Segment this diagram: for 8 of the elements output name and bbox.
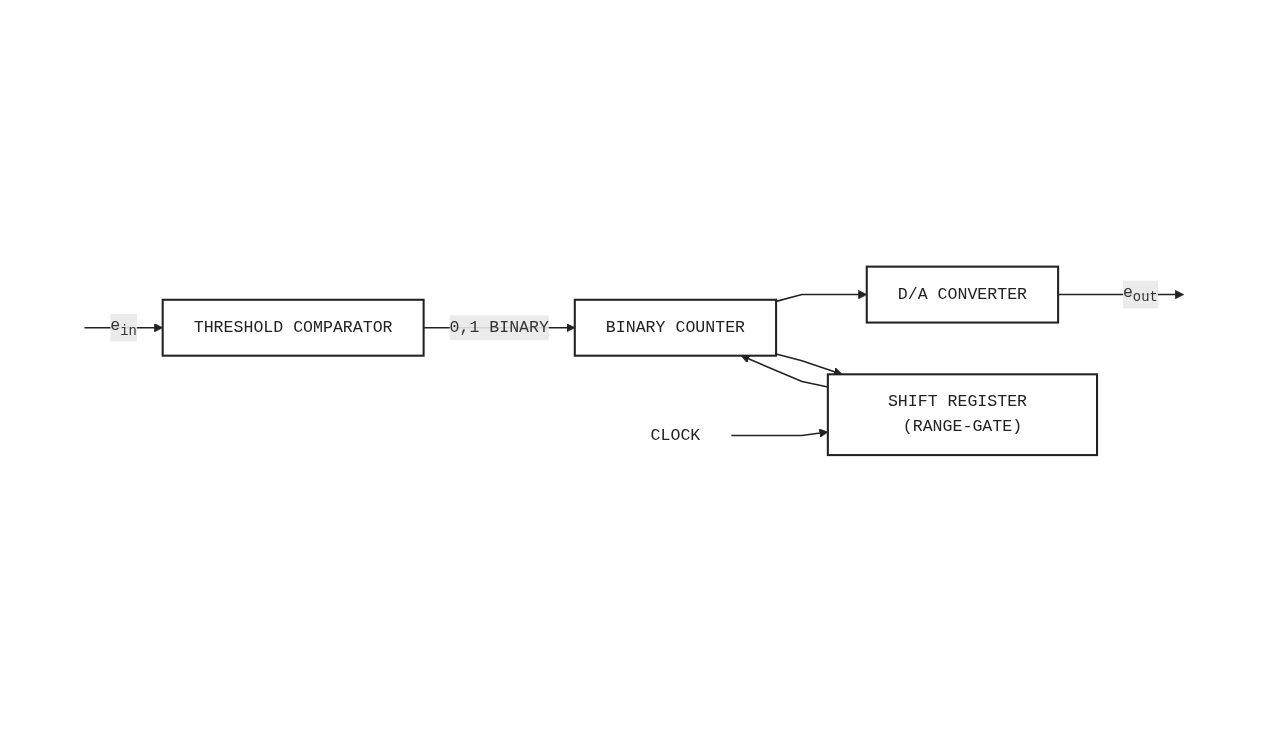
edge-label: e$_{out}$ [1122,283,1158,306]
node-text: CLOCK [650,426,701,445]
node-box: BINARY COUNTER [573,298,778,357]
node-box: THRESHOLD COMPARATOR [161,298,425,357]
node-box: SHIFT REGISTER (RANGE-GATE) [826,373,1099,457]
edge-label: 0,1 BINARY [449,318,549,338]
node-box: D/A CONVERTER [865,265,1060,324]
edge-label: e$_{in}$ [110,316,137,339]
